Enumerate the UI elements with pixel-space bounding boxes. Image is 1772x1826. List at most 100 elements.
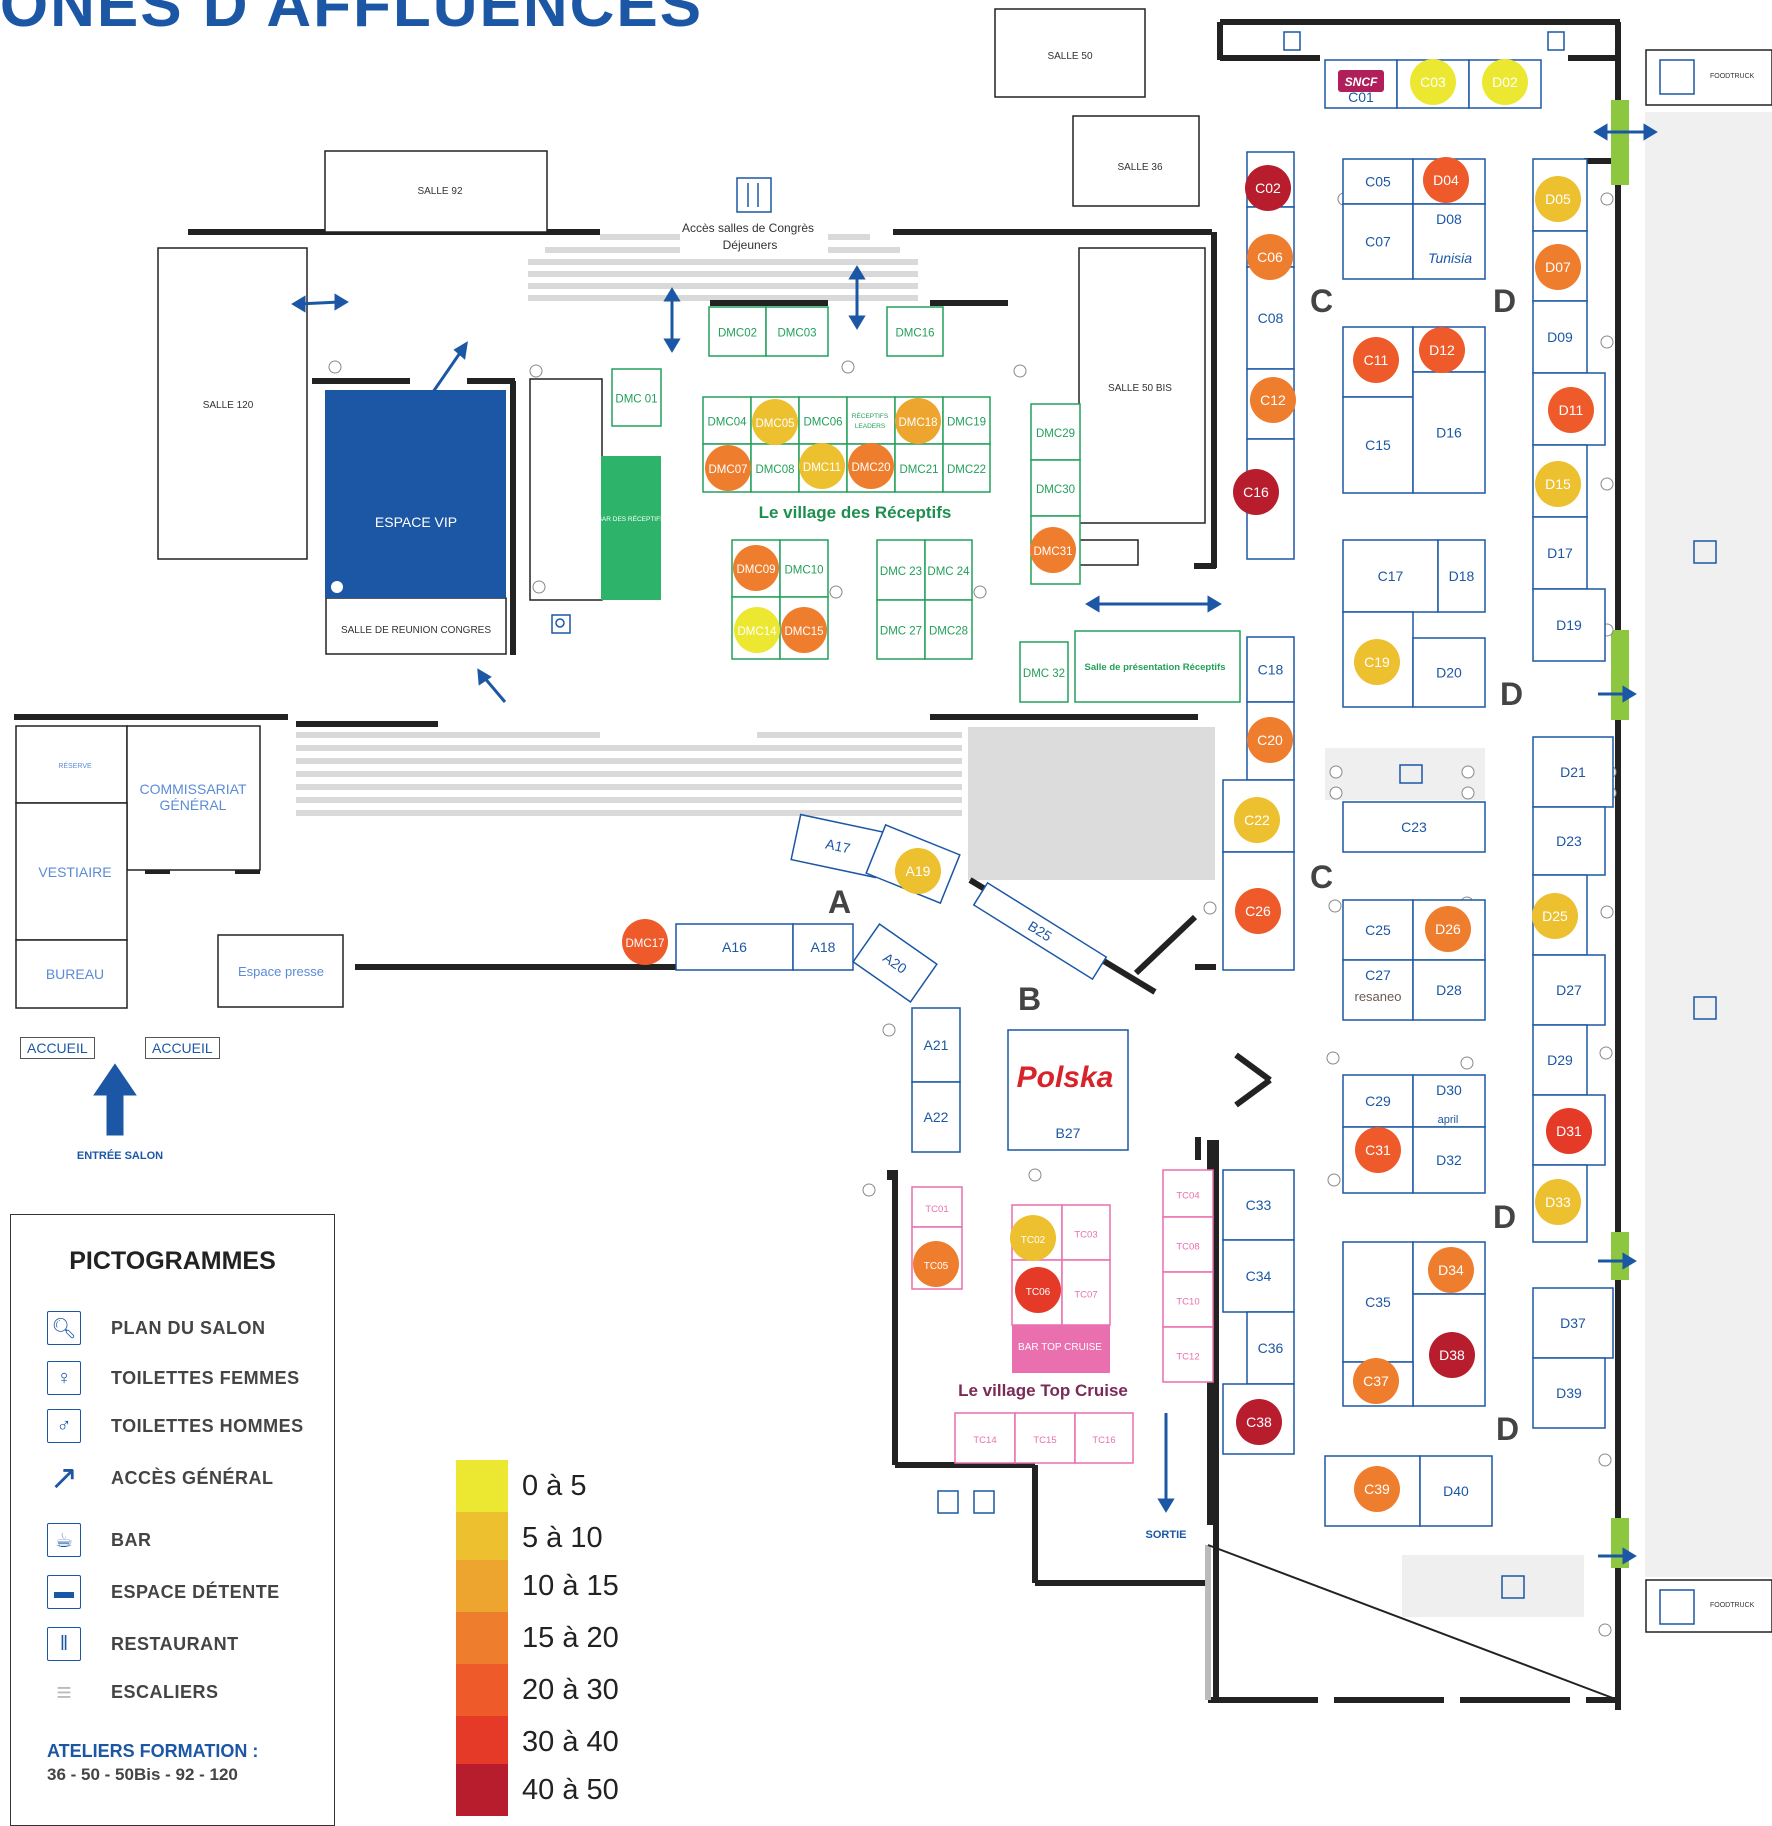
pillar (1327, 1173, 1341, 1187)
booth-d18[interactable] (1437, 539, 1486, 613)
booth-label-d23: D23 (1556, 833, 1582, 849)
booth-a21[interactable] (911, 1007, 961, 1083)
booth-c27[interactable] (1342, 959, 1414, 1021)
booth-d08[interactable] (1412, 203, 1486, 280)
booth-dmc03[interactable] (765, 306, 829, 357)
booth-pres[interactable] (1074, 630, 1241, 703)
booth-dmc32[interactable] (1019, 641, 1069, 703)
booth-dmc06[interactable] (798, 396, 848, 445)
booth-a20[interactable] (852, 923, 938, 1003)
booth-label-tc03: TC03 (1074, 1230, 1097, 1241)
booth-dmc19[interactable] (942, 396, 991, 445)
scale-label-1: 5 à 10 (522, 1521, 603, 1554)
booth-dmc23[interactable] (876, 539, 926, 601)
booth-d39[interactable] (1532, 1357, 1606, 1429)
booth-tc04[interactable] (1162, 1169, 1214, 1218)
booth-d19[interactable] (1532, 588, 1606, 662)
pillar (1600, 335, 1614, 349)
booth-d40[interactable] (1419, 1455, 1493, 1527)
scale-swatch-6 (456, 1764, 508, 1816)
booth-d30[interactable] (1412, 1074, 1486, 1128)
legend-item-plan: 🔍︎ PLAN DU SALON (47, 1311, 266, 1345)
legend-label-women: TOILETTES FEMMES (111, 1367, 300, 1388)
pillar (1461, 786, 1475, 800)
booth-label-dmc01: DMC 01 (615, 394, 657, 406)
booth-d28[interactable] (1412, 959, 1486, 1021)
affluence-dot-label-c03: C03 (1420, 74, 1446, 90)
page-title: ZONES D'AFFLUENCES (0, 0, 704, 40)
scale-label-0: 0 à 5 (522, 1469, 587, 1502)
booth-c33[interactable] (1222, 1169, 1295, 1241)
entree-label: ENTRÉE SALON (77, 1149, 163, 1162)
booth-dmc28[interactable] (924, 599, 973, 660)
booth-dmc30[interactable] (1030, 459, 1081, 517)
booth-c05[interactable] (1342, 158, 1414, 205)
booth-d37[interactable] (1532, 1287, 1614, 1359)
booth-a16[interactable] (675, 923, 794, 971)
booth-dmcrl[interactable] (846, 396, 896, 445)
booth-tc08[interactable] (1162, 1216, 1214, 1273)
booth-c15[interactable] (1342, 396, 1414, 494)
booth-d29[interactable] (1532, 1024, 1588, 1096)
booth-a18[interactable] (792, 923, 854, 971)
booth-c23[interactable] (1342, 801, 1486, 853)
booth-dmc22[interactable] (942, 443, 991, 493)
ateliers-title: ATELIERS FORMATION : (47, 1741, 259, 1761)
scale-label-4: 20 à 30 (522, 1673, 619, 1706)
booth-dmc04[interactable] (702, 396, 752, 445)
booth-dmc27[interactable] (876, 599, 926, 660)
affluence-dot-label-dmc11: DMC11 (803, 462, 841, 474)
booth-c17[interactable] (1342, 539, 1439, 613)
scale-label-6: 40 à 50 (522, 1773, 619, 1806)
booth-d16[interactable] (1412, 371, 1486, 494)
booth-label-dmc10: DMC10 (785, 565, 824, 577)
booth-dmc16[interactable] (886, 306, 944, 357)
pillar (973, 585, 987, 599)
pillar (841, 360, 855, 374)
booth-tc07[interactable] (1061, 1259, 1111, 1326)
booth-d21[interactable] (1532, 736, 1614, 808)
booth-tc12[interactable] (1162, 1326, 1214, 1383)
booth-d09[interactable] (1532, 300, 1588, 374)
booth-c18[interactable] (1246, 636, 1295, 703)
booth-tc14[interactable] (954, 1412, 1016, 1464)
booth-dmc01[interactable] (611, 368, 662, 427)
booth-c35[interactable] (1342, 1241, 1414, 1363)
booth-c08[interactable] (1246, 266, 1295, 370)
booth-d20[interactable] (1412, 637, 1486, 708)
booth-d27[interactable] (1532, 954, 1606, 1026)
affluence-dot-label-dmc15: DMC15 (785, 626, 824, 638)
scale-label-3: 15 à 20 (522, 1621, 619, 1654)
bar-topcruise-label: BAR TOP CRUISE (1018, 1342, 1102, 1353)
booth-c36[interactable] (1246, 1311, 1295, 1385)
exit-icon-1 (1693, 540, 1717, 564)
booth-dmc10[interactable] (779, 539, 829, 598)
booth-tc03[interactable] (1061, 1204, 1111, 1261)
affluence-dot-label-c26: C26 (1245, 903, 1271, 919)
affluence-dot-label-c12: C12 (1260, 392, 1286, 408)
booth-b27[interactable] (1007, 1029, 1129, 1151)
booth-c07[interactable] (1342, 203, 1414, 280)
booth-a22[interactable] (911, 1081, 961, 1153)
zone-letter-d-2: D (1500, 676, 1523, 712)
affluence-dot-label-dmc17: DMC17 (626, 938, 665, 950)
pillar (529, 364, 543, 378)
booth-dmc21[interactable] (894, 443, 944, 493)
booth-d32[interactable] (1412, 1126, 1486, 1194)
booth-d23[interactable] (1532, 806, 1606, 876)
village-topcruise-title: Le village Top Cruise (958, 1381, 1128, 1400)
pillar (862, 1183, 876, 1197)
booth-dmc24[interactable] (924, 539, 973, 601)
affluence-dot-label-c37: C37 (1363, 1373, 1389, 1389)
booth-b25[interactable] (972, 881, 1108, 981)
booth-label-dmc21: DMC21 (900, 464, 939, 476)
booth-tc15[interactable] (1014, 1412, 1076, 1464)
affluence-dot-d07 (1535, 244, 1581, 290)
booth-label-tc04: TC04 (1176, 1191, 1199, 1202)
affluence-dot-dmc09 (733, 545, 779, 591)
man-icon: ♂ (47, 1409, 81, 1443)
booth-c29[interactable] (1342, 1074, 1414, 1128)
booth-tc16[interactable] (1074, 1412, 1134, 1464)
booth-label-c15: C15 (1365, 437, 1391, 453)
booth-dmc29[interactable] (1030, 403, 1081, 461)
